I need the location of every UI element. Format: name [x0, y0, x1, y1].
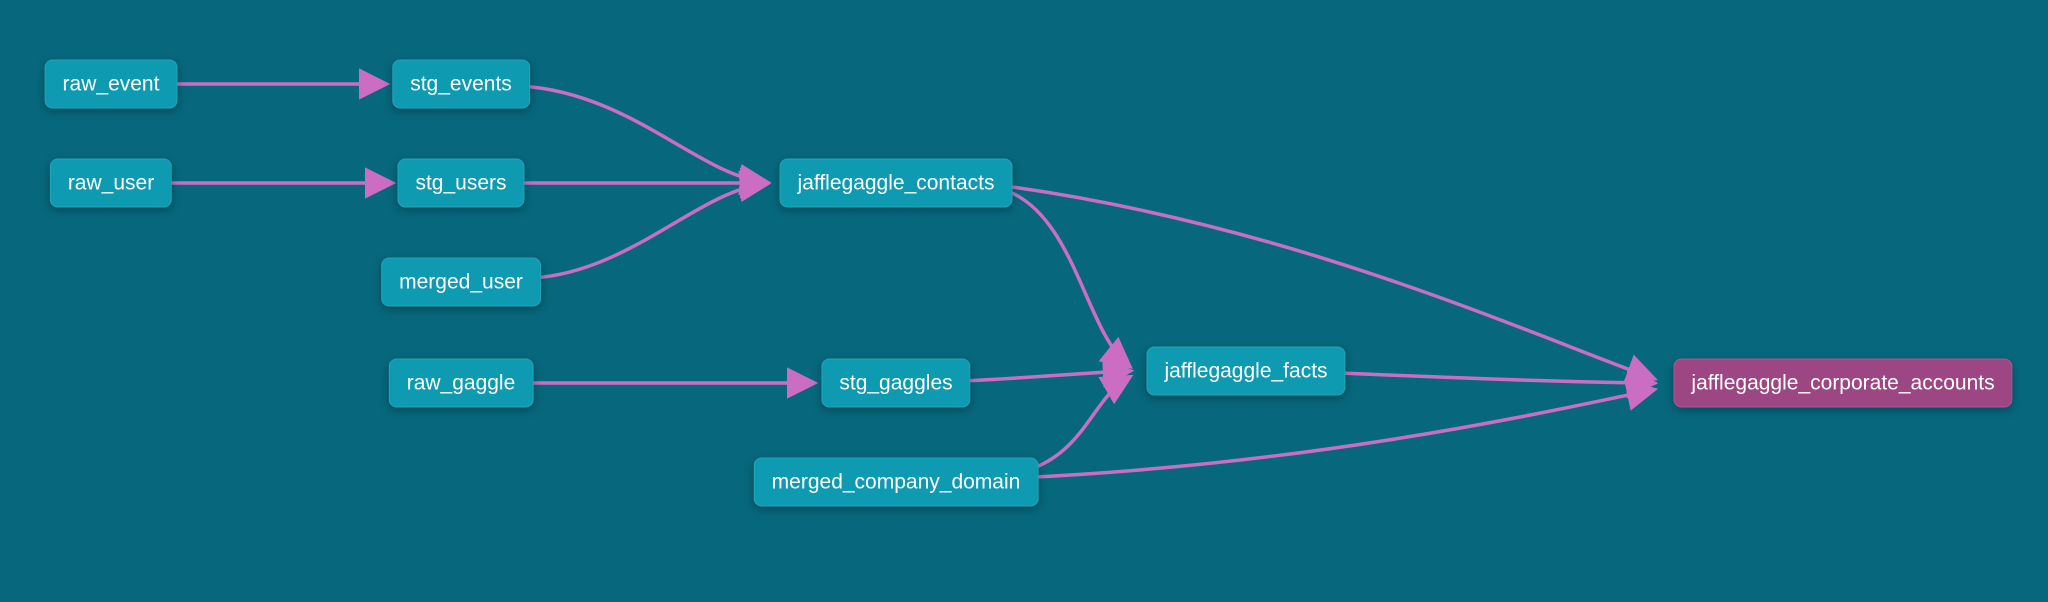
node-label: jafflegaggle_corporate_accounts — [1691, 371, 1995, 395]
edge-merged_user-to-jafflegaggle_contacts — [531, 170, 772, 280]
node-jafflegaggle_corporate_accounts[interactable]: jafflegaggle_corporate_accounts — [1673, 358, 2013, 408]
edge-jafflegaggle_contacts-to-jafflegaggle_facts — [1003, 188, 1133, 369]
edge-jafflegaggle_contacts-to-jafflegaggle_corporate_accounts — [1003, 184, 1658, 385]
node-stg_users[interactable]: stg_users — [397, 158, 525, 208]
edge-jafflegaggle_facts-to-jafflegaggle_corporate_accounts — [1338, 366, 1659, 399]
node-jafflegaggle_contacts[interactable]: jafflegaggle_contacts — [779, 158, 1013, 208]
node-label: stg_users — [415, 171, 507, 195]
node-merged_company_domain[interactable]: merged_company_domain — [753, 457, 1039, 507]
node-stg_gaggles[interactable]: stg_gaggles — [821, 358, 971, 408]
node-label: raw_gaggle — [406, 371, 516, 395]
node-label: merged_user — [399, 270, 523, 294]
edge-stg_gaggles-to-jafflegaggle_facts — [960, 356, 1135, 388]
node-jafflegaggle_facts[interactable]: jafflegaggle_facts — [1146, 346, 1346, 396]
edge-merged_company_domain-to-jafflegaggle_corporate_accounts — [1013, 379, 1659, 480]
node-label: raw_user — [67, 171, 155, 195]
node-raw_event[interactable]: raw_event — [44, 59, 178, 109]
node-raw_user[interactable]: raw_user — [49, 158, 173, 208]
node-merged_user[interactable]: merged_user — [381, 257, 541, 307]
node-label: stg_events — [410, 72, 512, 96]
node-label: raw_event — [62, 72, 160, 96]
node-label: merged_company_domain — [771, 470, 1021, 494]
node-label: stg_gaggles — [839, 371, 953, 395]
node-label: jafflegaggle_facts — [1164, 359, 1328, 383]
edge-stg_events-to-jafflegaggle_contacts — [518, 84, 772, 196]
node-label: jafflegaggle_contacts — [797, 171, 995, 195]
node-raw_gaggle[interactable]: raw_gaggle — [388, 358, 534, 408]
node-stg_events[interactable]: stg_events — [392, 59, 530, 109]
